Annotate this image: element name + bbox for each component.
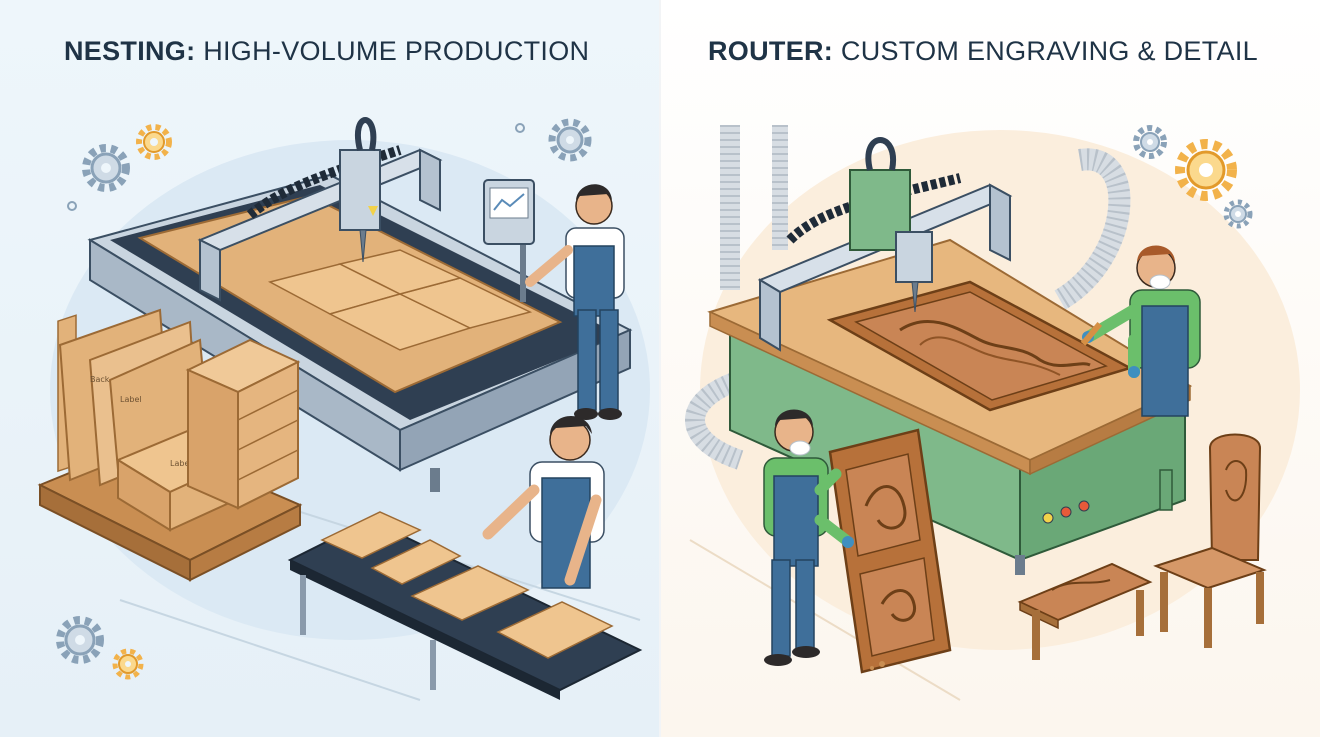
left-panel: NESTING: HIGH-VOLUME PRODUCTION bbox=[0, 0, 660, 737]
gear-icon bbox=[1133, 125, 1167, 159]
conveyor-belt bbox=[287, 511, 643, 700]
dust-hose bbox=[685, 125, 1131, 470]
right-panel: ROUTER: CUSTOM ENGRAVING & DETAIL bbox=[660, 0, 1320, 737]
gear-icon bbox=[1175, 139, 1237, 201]
carved-door bbox=[828, 428, 952, 674]
worker bbox=[525, 184, 625, 420]
worker bbox=[1080, 245, 1201, 417]
stack-label: Label bbox=[170, 459, 192, 468]
worker bbox=[482, 416, 605, 589]
gear-icon bbox=[112, 648, 144, 680]
panel-divider bbox=[659, 0, 661, 737]
cnc-nesting-machine bbox=[87, 117, 633, 492]
gear-icon bbox=[56, 616, 104, 664]
right-title: ROUTER: CUSTOM ENGRAVING & DETAIL bbox=[708, 36, 1258, 67]
gear-icon bbox=[548, 118, 592, 162]
router-scene bbox=[685, 125, 1300, 701]
gear-icon bbox=[136, 124, 172, 160]
gear-icon bbox=[1223, 199, 1253, 229]
right-title-bold: ROUTER: bbox=[708, 36, 834, 66]
gear-icon bbox=[82, 144, 130, 192]
nesting-scene: Back Label Label bbox=[37, 117, 650, 701]
left-title-bold: NESTING: bbox=[64, 36, 196, 66]
chair bbox=[1153, 433, 1267, 648]
worker bbox=[763, 409, 854, 666]
left-title-rest: HIGH-VOLUME PRODUCTION bbox=[195, 36, 590, 66]
stack-label: Back bbox=[90, 375, 110, 384]
cabinet bbox=[185, 338, 301, 510]
right-title-rest: CUSTOM ENGRAVING & DETAIL bbox=[833, 36, 1258, 66]
stack-label: Label bbox=[120, 395, 142, 404]
left-title: NESTING: HIGH-VOLUME PRODUCTION bbox=[64, 36, 589, 67]
control-monitor bbox=[483, 179, 535, 302]
stool bbox=[1017, 562, 1153, 660]
